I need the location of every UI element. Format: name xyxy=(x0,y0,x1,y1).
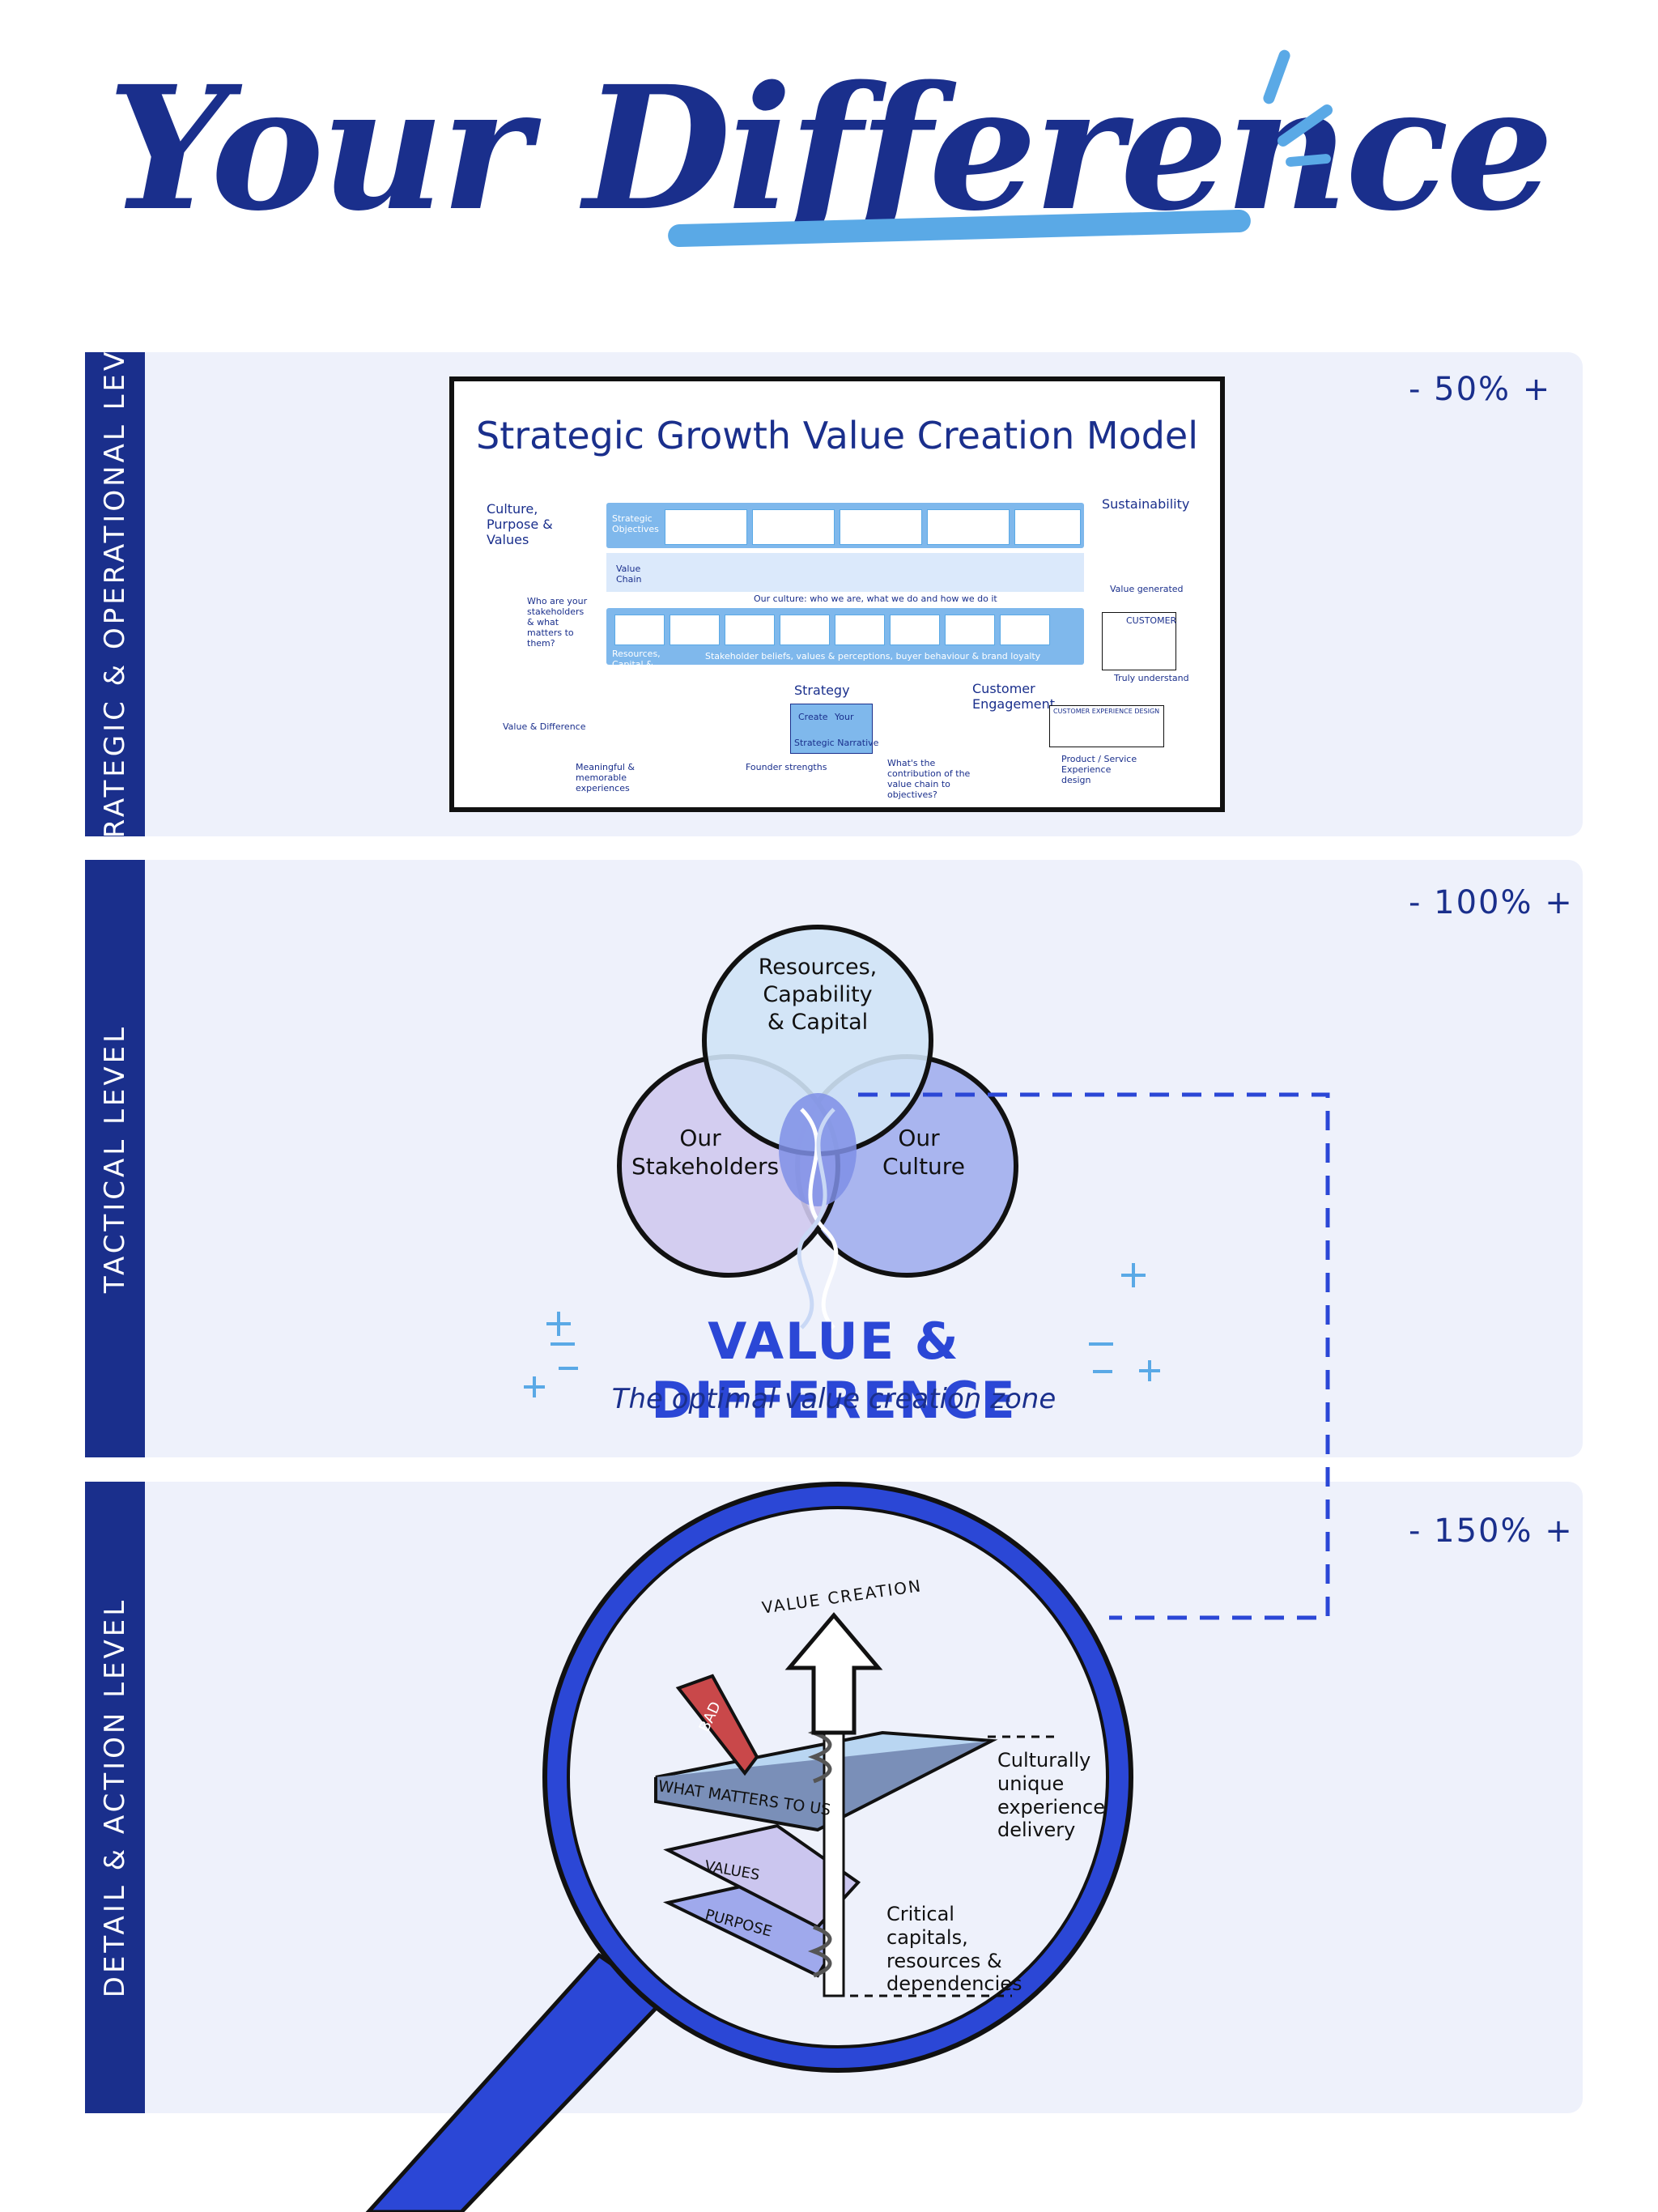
level-label-tactical: TACTICAL LEVEL xyxy=(85,860,145,1457)
model-title: Strategic Growth Value Creation Model xyxy=(476,414,1198,457)
title-word-your: Your xyxy=(107,49,531,249)
resource-cell xyxy=(780,615,830,645)
question-text: What's the contribution of the value cha… xyxy=(887,758,971,800)
your-label: Your xyxy=(835,712,854,722)
objective-cell xyxy=(927,509,1010,545)
layer-values xyxy=(663,1823,861,1929)
customer-label: CUSTOMER xyxy=(1126,615,1177,626)
page-title: Your Difference xyxy=(0,49,1658,249)
percent-tactical: - 100% + xyxy=(1409,884,1574,921)
note-critical-capitals: Critical capitals, resources & dependenc… xyxy=(886,1903,1022,1996)
value-difference-subline: The optimal value creation zone xyxy=(611,1383,1056,1415)
who-stakeholders-text: Who are your stakeholders & what matters… xyxy=(527,596,588,649)
culture-label: Culture, Purpose & Values xyxy=(487,501,553,547)
note-culturally-unique: Culturally unique experience delivery xyxy=(997,1749,1106,1842)
objective-cell xyxy=(752,509,835,545)
product-service-text: Product / Service Experience design xyxy=(1061,754,1137,785)
resources-label: Resources, Capital & Capability xyxy=(612,649,661,680)
value-difference-headline: VALUE & DIFFERENCE xyxy=(651,1312,1017,1430)
venn-label-culture: Our Culture xyxy=(882,1125,965,1180)
founder-text: Founder strengths xyxy=(746,762,827,772)
strategy-label: Strategy xyxy=(794,683,850,698)
sparkle-cluster xyxy=(524,1263,1160,1397)
resource-cell xyxy=(1000,615,1050,645)
dashed-connector xyxy=(858,1092,1330,1620)
customer-engagement-label: Customer Engagement xyxy=(972,681,1056,712)
level-label-strategic: STRATEGIC & OPERATIONAL LEVEL xyxy=(85,309,145,879)
truly-understand-text: Truly understand xyxy=(1114,673,1189,683)
customer-experience-design-label: CUSTOMER EXPERIENCE DESIGN xyxy=(1053,708,1160,715)
level-label-detail: DETAIL & ACTION LEVEL xyxy=(85,1482,145,2113)
percent-strategic: - 50% + xyxy=(1409,371,1552,408)
culture-line: Our culture: who we are, what we do and … xyxy=(754,593,997,604)
resource-cell xyxy=(670,615,720,645)
venn-label-resources: Resources, Capability & Capital xyxy=(758,955,878,1035)
objective-cell xyxy=(1014,509,1081,545)
value-creation-model-board: Strategic Growth Value Creation Model Cu… xyxy=(449,376,1225,812)
resource-cell xyxy=(835,615,885,645)
venn-strand xyxy=(797,1108,835,1329)
stakeholder-line: Stakeholder beliefs, values & perception… xyxy=(705,651,1041,661)
sustainability-label: Sustainability xyxy=(1102,496,1190,512)
objective-cell xyxy=(665,509,747,545)
bad-book-icon xyxy=(675,1674,759,1776)
value-generated-label: Value generated xyxy=(1110,584,1184,594)
strategic-objectives-label: Strategic Objectives xyxy=(612,513,659,534)
customer-experience-board xyxy=(1049,705,1164,747)
value-chain-strip xyxy=(606,553,1084,592)
create-label: Create xyxy=(798,712,828,722)
magnifier-handle xyxy=(365,1952,667,2212)
strategy-puzzle xyxy=(790,704,873,754)
value-creation-arrow-icon xyxy=(784,1612,883,1735)
value-chain-label: Value Chain xyxy=(616,564,642,585)
meaningful-text: Meaningful & memorable experiences xyxy=(576,762,635,793)
venn-label-stakeholders: Our Stakeholders xyxy=(631,1125,780,1180)
value-difference-small: Value & Difference xyxy=(503,721,586,732)
objective-cell xyxy=(840,509,922,545)
resource-cell xyxy=(614,615,665,645)
narrative-label: Strategic Narrative xyxy=(794,738,879,748)
resource-cell xyxy=(890,615,940,645)
customer-card xyxy=(1102,612,1176,670)
percent-detail: - 150% + xyxy=(1409,1512,1574,1550)
resource-cell xyxy=(945,615,995,645)
resource-cell xyxy=(725,615,775,645)
